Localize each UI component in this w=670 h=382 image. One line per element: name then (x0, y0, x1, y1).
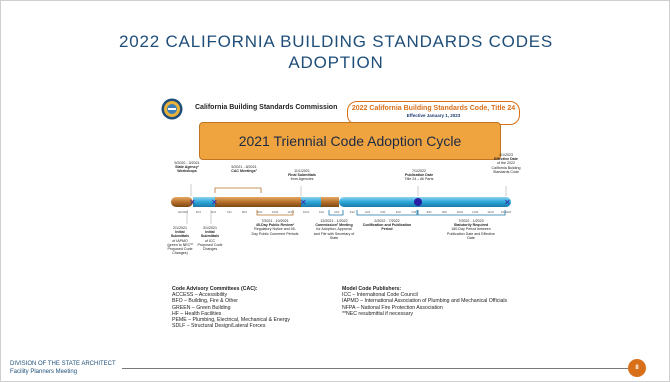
code-effective: Effective January 1, 2023 (406, 113, 461, 118)
commission-name: California Building Standards Commission (195, 104, 338, 111)
marker-x-2: ✕ (211, 198, 218, 207)
bar-tick-label: 4/1/2021 (178, 210, 189, 214)
bar-tick-label: 10/22 (457, 210, 464, 214)
bar-tick-label: 1/22 (319, 210, 325, 214)
bar-tick-label: 11/21 (288, 210, 295, 214)
title-line-2: ADOPTION (288, 53, 384, 72)
marker-x-1: ✕ (189, 198, 196, 207)
footer-org: DIVISION OF THE STATE ARCHITECT (10, 361, 116, 367)
publisher-item: **NEC resubmittal if necessary (342, 310, 413, 317)
timeline-graphic: California Building Standards Commission… (161, 98, 521, 344)
publication-dot (414, 198, 422, 206)
bar-tick-label: 9/21 (257, 210, 263, 214)
cycle-title-box: 2021 Triennial Code Adoption Cycle (199, 122, 501, 160)
bar-tick-label: 8/22 (427, 210, 433, 214)
bar-tick-label: 8/21 (242, 210, 248, 214)
bar-tick-label: 12/21 (303, 210, 310, 214)
cac-item: SDLF – Structural Design/Lateral Forces (172, 323, 266, 330)
cac-item: HF – Health Facilities (172, 310, 222, 317)
cac-header: Code Advisory Committees (CAC): (172, 286, 258, 292)
bar-tick-label: 9/22 (442, 210, 448, 214)
bar-tick-label: 1/1/2023 (501, 210, 512, 214)
bar-tick-label: 3/22 (350, 210, 356, 214)
bar-tick-label: 5/22 (380, 210, 386, 214)
footer: DIVISION OF THE STATE ARCHITECT Facility… (10, 360, 122, 376)
bar-tick-label: 6/21 (211, 210, 217, 214)
bar-tick-label: 2/22 (334, 210, 340, 214)
slide-title: 2022 CALIFORNIA BUILDING STANDARDS CODES… (21, 31, 651, 73)
california-seal-icon (161, 98, 183, 120)
timeline-bar: ✕ ✕ ✕ ✕ 4/1/2021 5/21 6/21 7/21 8/21 9/21 10/2… (171, 184, 512, 224)
bar-tick-label: 4/22 (365, 210, 371, 214)
code-title-box: 2022 California Building Standards Code,… (347, 101, 520, 125)
publisher-item: IAPMO – International Association of Plu… (342, 298, 508, 305)
bar-tick-label: 11/22 (472, 210, 479, 214)
bar-tick-label: 7/22 (411, 210, 417, 214)
cycle-title: 2021 Triennial Code Adoption Cycle (238, 133, 462, 149)
title-line-1: 2022 CALIFORNIA BUILDING STANDARDS CODES (118, 32, 554, 51)
cac-item: PEME – Plumbing, Electrical, Mechanical … (172, 317, 290, 324)
publishers-list: Model Code Publishers: ICC – Internation… (342, 286, 542, 317)
cac-item: GREEN – Green Building (172, 304, 231, 311)
marker-x-4: ✕ (504, 198, 511, 207)
publisher-item: NFPA – National Fire Protection Associat… (342, 304, 443, 311)
bar-tick-label: 10/21 (272, 210, 279, 214)
publishers-header: Model Code Publishers: (342, 286, 402, 292)
page-number-badge: 8 (628, 359, 646, 377)
bar-tick-label: 7/21 (227, 210, 233, 214)
bar-tick-label: 6/22 (396, 210, 402, 214)
cac-item: ACCESS – Accessibility (172, 292, 228, 299)
publisher-item: ICC – International Code Council (342, 292, 418, 299)
cac-list: Code Advisory Committees (CAC): ACCESS –… (172, 286, 372, 329)
code-title: 2022 California Building Standards Code,… (351, 105, 516, 112)
bar-tick-label: 12/22 (487, 210, 494, 214)
bar-tick-label: 5/21 (196, 210, 202, 214)
cac-item: BFO – Building, Fire & Other (172, 298, 239, 305)
footer-divider (97, 368, 632, 369)
marker-x-3: ✕ (300, 198, 307, 207)
footer-meeting: Facility Planners Meeting (10, 369, 78, 375)
